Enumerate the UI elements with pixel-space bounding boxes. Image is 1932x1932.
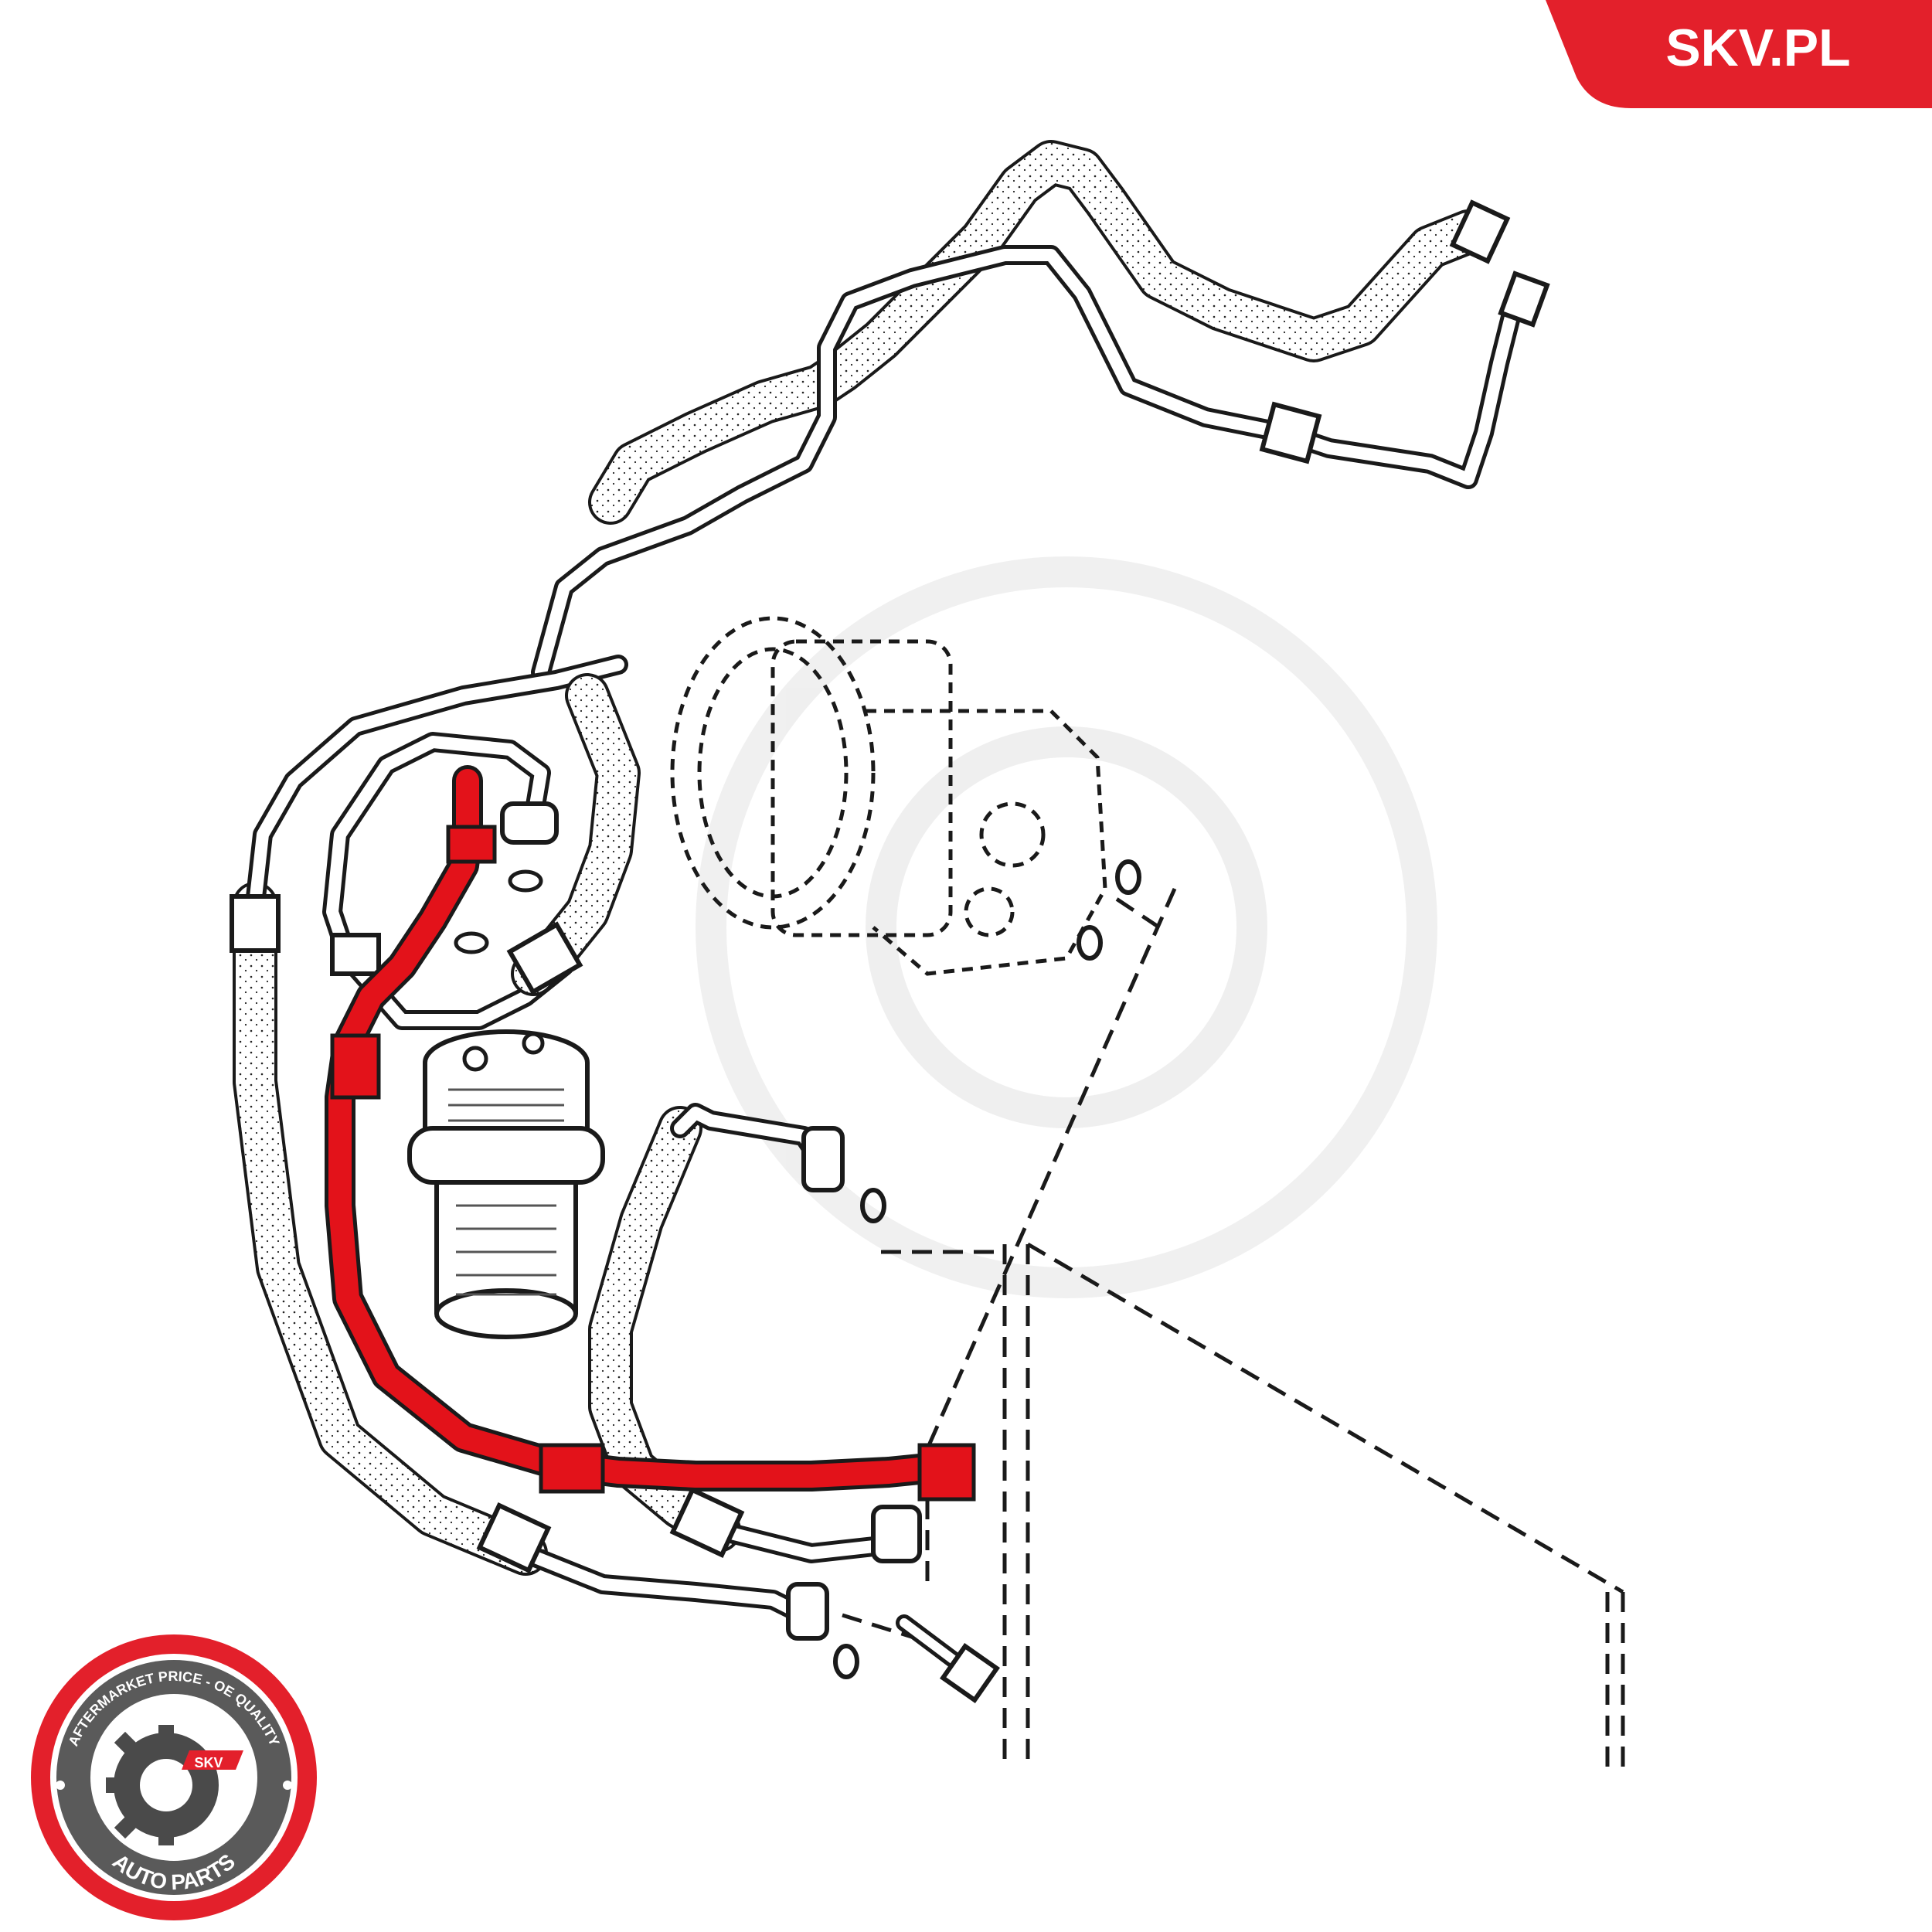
badge-center-text: SKV — [194, 1755, 223, 1770]
suction-hose-upper — [588, 140, 1491, 525]
condenser-outlet-hose — [588, 1103, 922, 1563]
drier-feed-hose — [506, 673, 641, 996]
site-label: SKV.PL — [1665, 19, 1850, 77]
mounting-bolt — [896, 1614, 1000, 1703]
highlighted-ac-hose — [325, 765, 976, 1502]
fitting-orings — [833, 1188, 886, 1679]
watermark-gear — [696, 556, 1437, 1298]
receiver-drier — [407, 869, 605, 1339]
liquid-line-upper — [531, 199, 1550, 682]
compressor-orings — [1077, 859, 1141, 961]
brand-tab: SKV.PL — [1546, 0, 1932, 108]
suction-hose-lower — [230, 655, 829, 1641]
drier-loop-pipe — [322, 732, 574, 1030]
skv-badge: SKV AFTERMARKET PRICE - OE QUALITY AUTO … — [31, 1634, 317, 1920]
compressor — [670, 616, 1107, 976]
